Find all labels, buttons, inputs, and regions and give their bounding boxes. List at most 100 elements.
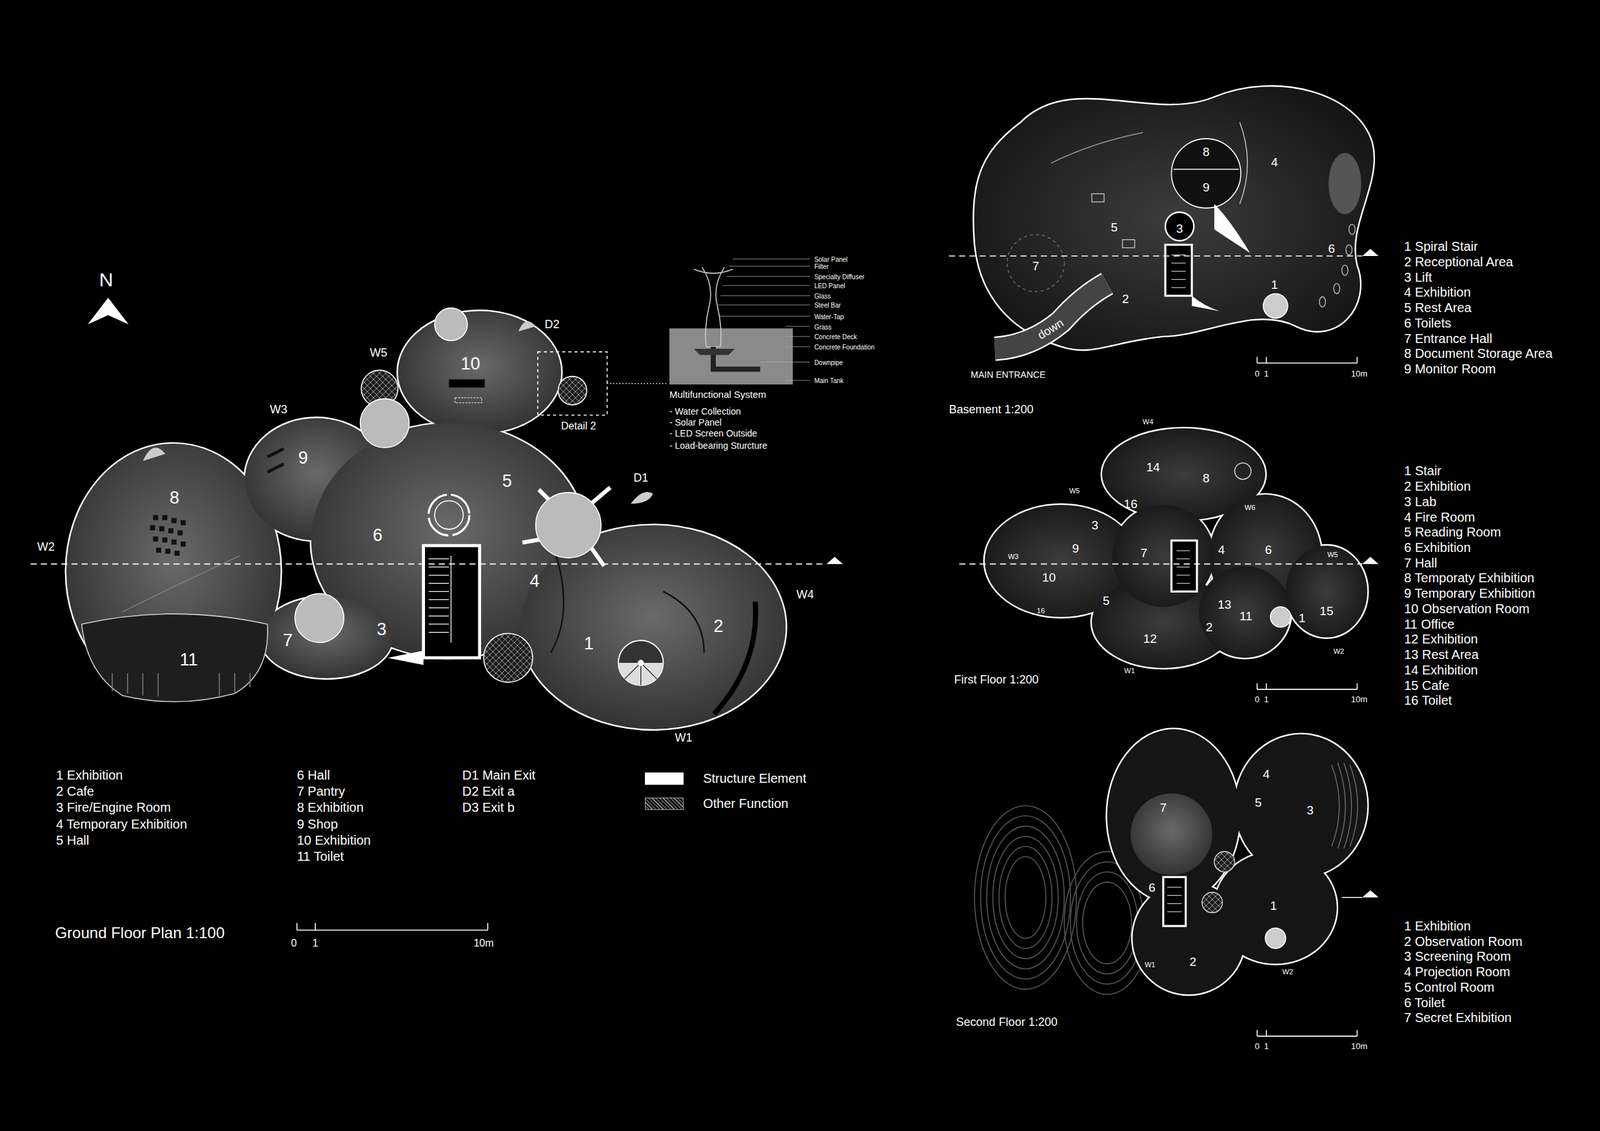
room-number: 4: [1218, 543, 1226, 556]
legend-row: 4 Temporary Exhibition: [56, 817, 188, 831]
material-label: Concrete Foundation: [814, 344, 875, 351]
opening-tag: W3: [269, 403, 287, 416]
room-number: W2: [1333, 648, 1345, 656]
opening-tag: W2: [37, 541, 55, 553]
material-label: Concrete Deck: [814, 334, 858, 341]
legend-swatch: [644, 797, 684, 810]
room-number: 9: [297, 449, 308, 467]
legend-row: 3 Lift: [1403, 270, 1432, 284]
legend-row: 5 Reading Room: [1403, 525, 1501, 539]
room-number: W3: [1007, 553, 1019, 561]
room-number: 4: [1271, 156, 1279, 169]
legend-row: 4 Projection Room: [1403, 965, 1511, 979]
legend-row: 7 Pantry: [296, 784, 345, 798]
room-number: 6: [1148, 881, 1156, 894]
scale-number: 1: [1264, 695, 1269, 704]
entrance-label: MAIN ENTRANCE: [970, 370, 1046, 380]
room-number: 12: [1143, 632, 1157, 645]
legend-row: 11 Office: [1403, 617, 1455, 631]
north-arrow: [87, 297, 129, 325]
plan-title: Second Floor 1:200: [956, 1016, 1058, 1028]
room-number: 7: [1140, 546, 1148, 560]
room-number: 16: [1124, 497, 1138, 511]
legend-row: 6 Exhibition: [1403, 541, 1471, 554]
room-number: W1: [1124, 667, 1136, 675]
room-number: 2: [713, 617, 723, 636]
room-number: 3: [1176, 222, 1184, 235]
room-number: 3: [1091, 519, 1099, 532]
detail-callout: [537, 259, 810, 416]
legend-row: 3 Fire/Engine Room: [56, 800, 171, 814]
room-number: 1: [1271, 278, 1279, 291]
legend-row: 11 Toilet: [296, 849, 344, 863]
material-label: Filter: [814, 263, 829, 271]
room-number: W4: [1142, 418, 1154, 426]
room-number: W5: [1327, 551, 1339, 559]
legend-row: 7 Hall: [1403, 556, 1437, 570]
plan-title: Ground Floor Plan 1:100: [54, 925, 225, 941]
first-floor-plan: [958, 428, 1379, 690]
legend-row: 15 Cafe: [1403, 679, 1450, 692]
legend-row: 8 Document Storage Area: [1403, 346, 1553, 360]
legend-row: D1 Main Exit: [462, 768, 536, 782]
room-number: 1: [583, 635, 594, 653]
scale-number: 0: [1254, 1042, 1260, 1051]
legend-row: 3 Lab: [1403, 495, 1437, 509]
room-number: 5: [1102, 594, 1110, 607]
second-floor-plan: [974, 729, 1379, 1037]
material-label: Glass: [814, 293, 832, 300]
room-number: W1: [1144, 961, 1156, 969]
legend-row: 6 Hall: [296, 768, 330, 782]
room-number: 9: [1071, 542, 1079, 555]
room-number: 16: [1037, 607, 1045, 615]
room-number: W5: [1069, 487, 1081, 495]
plan-title: Basement 1:200: [949, 403, 1034, 416]
toilet-band: [81, 613, 268, 702]
legend-row: 6 Toilet: [1403, 996, 1445, 1010]
legend-row: 1 Exhibition: [1403, 919, 1471, 933]
room-number: W2: [1282, 968, 1294, 976]
system-title: Multifunctional System: [669, 389, 767, 400]
scale-number: 0: [290, 938, 297, 949]
legend-row: 2 Receptional Area: [1403, 255, 1513, 269]
material-label: Solar Panel: [814, 256, 849, 264]
material-label: Specialty Diffuser: [814, 274, 865, 281]
legend-row: 8 Temporaty Exhibition: [1403, 571, 1535, 585]
legend-row: 1 Stair: [1403, 464, 1442, 478]
legend-row: 7 Entrance Hall: [1403, 332, 1493, 346]
plan-title: First Floor 1:200: [953, 673, 1039, 686]
room-number: 13: [1217, 598, 1232, 611]
material-label: Downpipe: [814, 359, 843, 367]
room-number: 8: [1202, 472, 1210, 485]
basement-plan: [949, 85, 1379, 364]
legend-row: 13 Rest Area: [1403, 648, 1479, 662]
room-number: 8: [1202, 145, 1210, 159]
legend-row: 14 Exhibition: [1403, 663, 1479, 677]
room-number: 15: [1319, 604, 1334, 618]
room-number: 11: [1239, 610, 1253, 623]
legend-row: 8 Exhibition: [296, 800, 364, 814]
room-number: 6: [1328, 242, 1336, 255]
detail-tag: Detail 2: [561, 421, 596, 432]
room-number: 6: [1264, 543, 1272, 556]
room-number: 4: [530, 572, 540, 591]
opening-tag: W4: [796, 588, 814, 601]
room-number: 3: [376, 621, 387, 639]
legend-text: Other Function: [702, 797, 789, 810]
legend-row: 4 Exhibition: [1403, 285, 1471, 299]
material-label: Water-Tap: [814, 314, 845, 321]
room-number: 11: [179, 651, 198, 669]
system-item: - Load-bearing Sturcture: [669, 441, 768, 451]
scale-number: 10m: [1351, 1042, 1368, 1051]
legend-row: 6 Toilets: [1403, 316, 1452, 330]
opening-tag: D1: [633, 472, 649, 484]
room-number: 2: [1122, 292, 1130, 306]
legend-row: 10 Observation Room: [1403, 602, 1530, 616]
scale-number: 1: [312, 938, 318, 949]
legend-row: 9 Temporary Exhibition: [1403, 586, 1535, 600]
material-label: Steel Bar: [814, 302, 841, 309]
opening-tag: D2: [544, 318, 560, 331]
legend-row: 12 Exhibition: [1403, 632, 1479, 646]
scale-number: 0: [1254, 369, 1260, 378]
